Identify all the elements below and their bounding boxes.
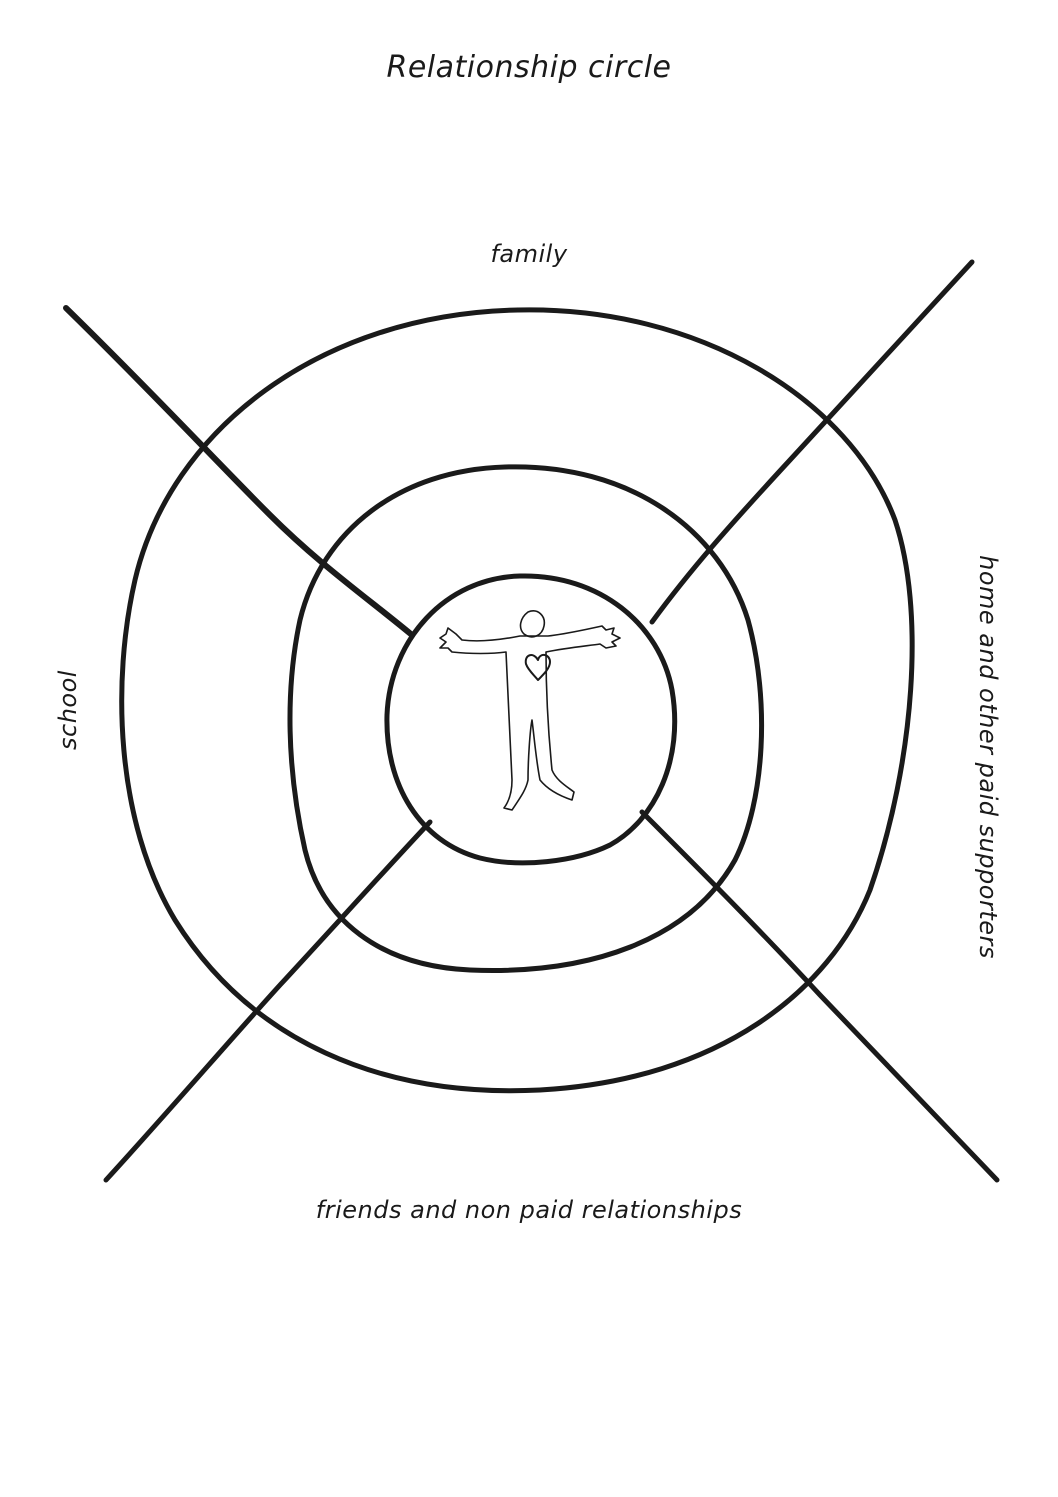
outer-ring bbox=[119, 307, 915, 1094]
middle-ring bbox=[287, 464, 765, 973]
page-title: Relationship circle bbox=[386, 50, 672, 85]
spoke-bottom-right bbox=[639, 809, 1000, 1183]
heart-icon bbox=[524, 654, 551, 681]
person-body bbox=[439, 625, 621, 811]
inner-circle bbox=[384, 573, 678, 866]
spoke-bottom-left bbox=[103, 819, 433, 1183]
spoke-top-right bbox=[649, 259, 975, 625]
person-head bbox=[519, 610, 546, 638]
person-with-heart-icon bbox=[439, 610, 621, 811]
sector-label-family: family bbox=[490, 240, 568, 268]
spoke-top-left bbox=[63, 305, 415, 638]
sector-label-friends: friends and non paid relationships bbox=[315, 1196, 743, 1224]
